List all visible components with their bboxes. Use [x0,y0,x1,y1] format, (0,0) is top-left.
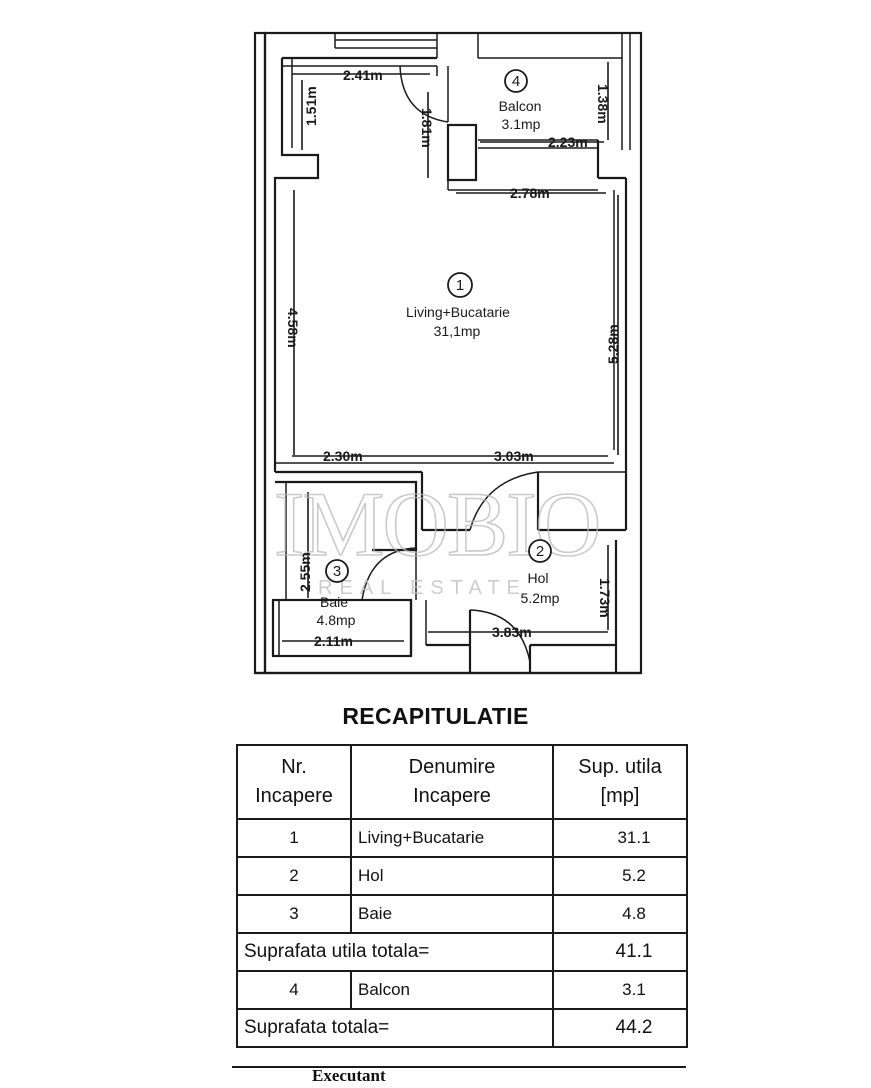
dim-label: 3.03m [494,448,534,464]
executant-label: Executant [312,1066,386,1085]
cell-area: 31.1 [552,818,688,858]
dim-label: 2.11m [314,633,353,649]
cell-name: Baie [350,894,554,934]
room-number: 3 [333,563,341,580]
header-denumire-line2: Incapere [413,785,491,807]
cell-nr: 1 [236,818,352,858]
room-label-living: 1 Living+Bucatarie 31,1mp [406,272,510,339]
room-area: 5.2mp [521,590,560,606]
header-sup-line1: Sup. utila [578,756,662,778]
cell-area: 4.8 [552,894,688,934]
header-denumire-line1: Denumire [408,756,496,778]
executant-footer: Executant [232,1066,686,1088]
dimension-lines [282,62,619,642]
table-row: 2 Hol 5.2 [236,856,688,896]
table-row: 1 Living+Bucatarie 31.1 [236,818,688,858]
dim-label: 2.41m [343,67,383,83]
table-row: 3 Baie 4.8 [236,894,688,934]
table-row: 4 Balcon 3.1 [236,970,688,1010]
room-name: Hol [527,570,548,586]
dim-label: 2.30m [323,448,363,464]
room-label-balcon: 4 Balcon 3.1mp [499,69,542,132]
dim-label: 3.83m [492,624,532,640]
cell-nr: 4 [236,970,352,1010]
watermark-logo-text: IMOBIO [274,473,599,575]
cell-name: Living+Bucatarie [350,818,554,858]
total-row: Suprafata totala= 44.2 [236,1008,688,1048]
room-name: Balcon [499,98,542,114]
room-name: Baie [320,594,348,610]
recap-title: RECAPITULATIE [342,703,529,729]
dim-label: 1.38m [595,84,611,124]
balcony-walls [446,123,626,191]
cell-name: Balcon [350,970,554,1010]
room-label-baie: 3 Baie 4.8mp [317,559,356,628]
useful-total-row: Suprafata utila totala= 41.1 [236,932,688,972]
room-area: 3.1mp [502,116,541,132]
room-label-hol: 2 Hol 5.2mp [521,539,560,606]
room-number: 2 [536,543,544,560]
total-value: 44.2 [552,1008,688,1048]
cell-nr: 2 [236,856,352,896]
room-area: 31,1mp [434,323,481,339]
dimension-labels: 2.41m 1.51m 1.81m 1.38m 2.23m 2.78m 4.58… [285,67,621,649]
useful-total-value: 41.1 [552,932,688,972]
total-label: Suprafata totala= [236,1008,554,1048]
living-walls [275,178,628,530]
header-nr: Nr. Incapere [236,744,352,820]
lower-walls [271,471,626,673]
dim-label: 5.28m [605,324,621,364]
dim-label: 1.81m [419,108,435,148]
cell-name: Hol [350,856,554,896]
header-sup-line2: [mp] [600,785,640,807]
dim-label: 4.58m [285,308,301,348]
upper-left-nook [273,56,449,472]
dim-label: 1.73m [597,578,613,618]
useful-total-label: Suprafata utila totala= [236,932,554,972]
room-number: 4 [512,73,520,90]
dim-label: 2.78m [510,185,550,201]
dim-label: 2.55m [297,552,313,592]
room-area: 4.8mp [317,612,356,628]
header-nr-line1: Nr. [281,756,307,778]
floor-plan: IMOBIO REAL ESTATE 2.41m 1.51m 1.81m 1.3… [253,31,643,675]
cell-area: 3.1 [552,970,688,1010]
header-nr-line2: Incapere [255,785,333,807]
dim-label: 2.23m [548,134,588,150]
room-name: Living+Bucatarie [406,304,510,320]
cell-nr: 3 [236,894,352,934]
watermark-logo: IMOBIO REAL ESTATE [273,472,602,599]
dim-label: 1.51m [303,86,319,126]
top-window-strip [334,33,631,150]
watermark-tagline: REAL ESTATE [318,577,527,599]
room-number: 1 [456,277,464,294]
header-sup: Sup. utila [mp] [552,744,688,820]
cell-area: 5.2 [552,856,688,896]
outer-walls [253,31,643,675]
